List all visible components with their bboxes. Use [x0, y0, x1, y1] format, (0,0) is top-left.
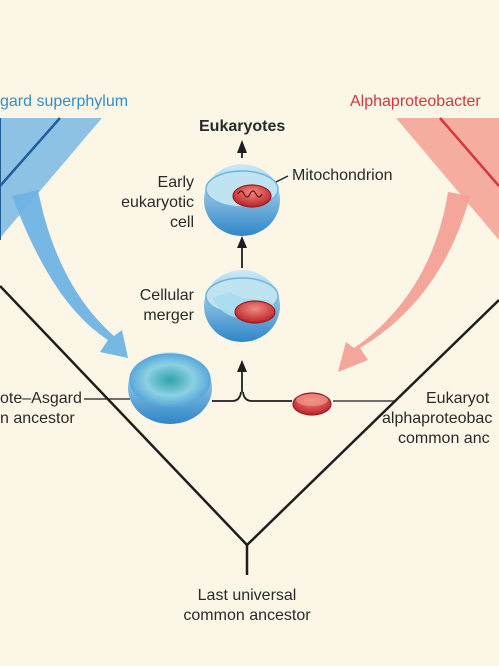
eukaryotes-label: Eukaryotes	[199, 118, 286, 135]
asgard-ancestor-line-1: ote–Asgard	[0, 390, 82, 407]
early-label-line-2: eukaryotic	[121, 194, 194, 211]
cellular-merger-cell	[204, 270, 280, 342]
alpha-ancestor-line-3: common anc	[398, 430, 490, 447]
early-eukaryotic-cell	[204, 164, 280, 236]
eukaryote-alpha-ancestor-label: Eukaryot alphaproteobac common anc	[382, 389, 499, 449]
early-label-line-3: cell	[169, 214, 194, 231]
alpha-arrow	[338, 192, 470, 372]
eukaryote-asgard-ancestor-label: ote–Asgard n ancestor	[0, 389, 82, 429]
cellular-merger-label: Cellular merger	[100, 286, 194, 326]
early-eukaryotic-cell-label: Early eukaryotic cell	[100, 173, 194, 233]
luca-line-1: Last universal	[197, 587, 297, 604]
alpha-ancestor-line-2: alphaproteobac	[382, 410, 493, 427]
merger-label-line-2: merger	[143, 307, 194, 324]
asgard-ancestor-line-2: n ancestor	[0, 410, 75, 427]
early-label-line-1: Early	[157, 174, 194, 191]
alphaproteobacteria-label: Alphaproteobacter	[350, 93, 481, 110]
mitochondrion-label: Mitochondrion	[292, 167, 393, 184]
luca-line-2: common ancestor	[183, 607, 311, 624]
alpha-wedge	[396, 117, 499, 240]
asgard-superphylum-label: gard superphylum	[0, 93, 129, 110]
tree-lines	[0, 285, 499, 575]
merger-label-line-1: Cellular	[139, 287, 194, 304]
asgard-arrow	[12, 190, 128, 358]
alpha-ancestor-cell	[292, 392, 332, 416]
merge-bracket	[212, 140, 292, 402]
asgard-wedge	[0, 117, 102, 240]
alpha-ancestor-line-1: Eukaryot	[426, 390, 490, 407]
luca-label: Last universal common ancestor	[160, 586, 334, 626]
asgard-ancestor-cell	[128, 352, 212, 424]
